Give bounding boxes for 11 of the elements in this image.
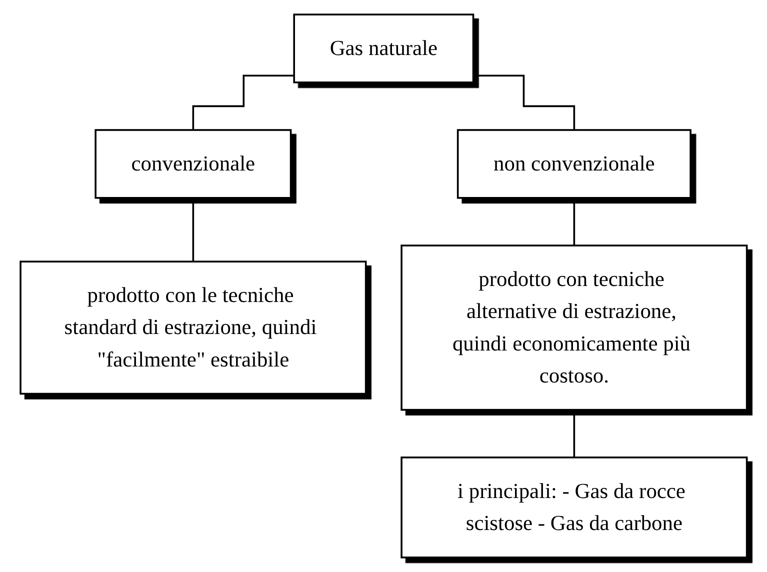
connector xyxy=(192,197,194,262)
node-box: prodotto con tecniche alternative di estrazione, quindi economicamente più costoso. xyxy=(400,244,748,411)
connector xyxy=(573,408,575,458)
node-box: Gas naturale xyxy=(293,14,474,84)
node-box: i principali: - Gas da rocce scistose - Gas da carbone xyxy=(400,456,748,558)
node-box: convenzionale xyxy=(94,129,292,199)
connector xyxy=(192,74,294,131)
connector xyxy=(473,74,575,131)
node-box: non convenzionale xyxy=(456,129,692,199)
connector xyxy=(573,197,575,246)
node-box: prodotto con le tecniche standard di estrazione, quindi "facilmente" estraibile xyxy=(19,260,367,395)
